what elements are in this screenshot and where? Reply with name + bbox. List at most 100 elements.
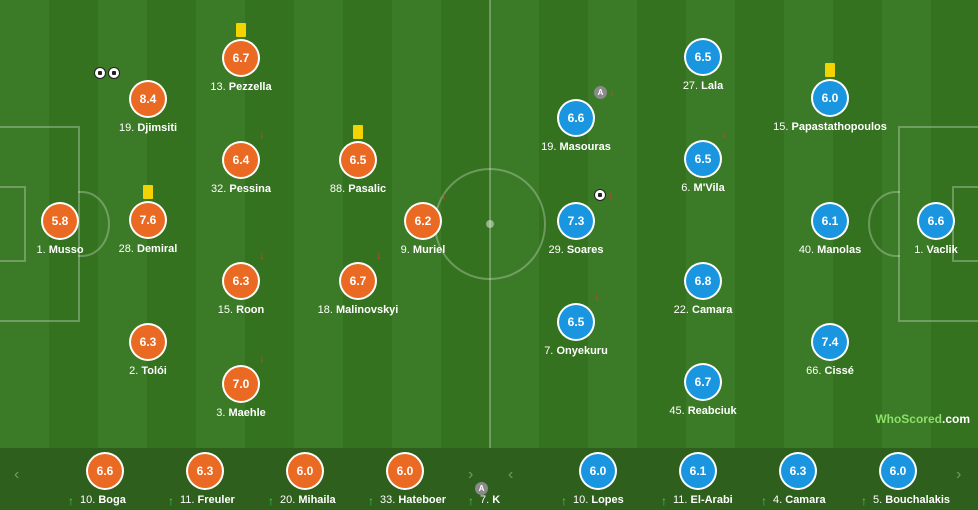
bench-player-name: 5. Bouchalakis (873, 494, 950, 506)
player-number: 3. (216, 407, 226, 419)
player-number: 33. (380, 494, 396, 506)
bench-player-camara[interactable]: 6.3 ↑ 4. Camara (761, 454, 873, 508)
player-name: 9. Muriel (363, 244, 483, 256)
bench-player-k[interactable]: A↑7. K (468, 454, 580, 508)
player-name-text: Demiral (137, 243, 178, 255)
player-name-text: Musso (48, 244, 84, 256)
player-number: 13. (210, 81, 226, 93)
player-rating: 7.0 (224, 367, 258, 401)
bench-prev-right-icon[interactable]: ‹ (508, 466, 514, 483)
sub-off-arrow-icon: ↓ (441, 188, 447, 202)
player-number: 11. (180, 494, 195, 506)
player-name-text: El-Arabi (690, 494, 733, 506)
bench-player-hateboer[interactable]: 6.0↑33. Hateboer (368, 454, 480, 508)
bench-player-el-arabi[interactable]: 6.1 ↑ 11. El-Arabi (661, 454, 773, 508)
sub-on-arrow-icon: ↑ (168, 494, 174, 508)
player-name: 32. Pessina (181, 183, 301, 195)
player-rating: 6.8 (686, 264, 720, 298)
player-name-text: Soares (566, 244, 604, 256)
bench-next-left-icon[interactable]: › (468, 466, 474, 483)
player-number: 28. (118, 243, 134, 255)
player-events: ↓ (721, 126, 727, 140)
bench-player-bouchalakis[interactable]: 6.0↑5. Bouchalakis (861, 454, 973, 508)
bench-next-right-icon[interactable]: › (956, 466, 962, 483)
player-name-text: Roon (236, 304, 265, 316)
bench-rating: 6.1 (681, 454, 715, 488)
player-pessina[interactable]: 6.4 32. Pessina ↓ (181, 128, 301, 203)
player-name-text: Pessina (229, 183, 271, 195)
player-name-text: Reabciuk (687, 405, 737, 417)
player-name-text: Pezzella (228, 81, 272, 93)
bench-player-name: 10. Lopes (573, 494, 624, 506)
player-number: 22. (673, 304, 689, 316)
player-name: 40. Manolas (770, 244, 890, 256)
bench-rating: 6.3 (781, 454, 815, 488)
captain-icon: A (475, 482, 488, 495)
bench-rating: 6.0 (581, 454, 615, 488)
sub-on-arrow-icon: ↑ (761, 494, 767, 508)
sub-on-arrow-icon: ↑ (268, 494, 274, 508)
center-spot (486, 220, 494, 228)
player-number: 88. (329, 183, 346, 195)
player-number: 18. (317, 304, 333, 316)
player-number: 2. (129, 365, 139, 377)
bench-player-name: 7. K (480, 494, 500, 506)
bench-prev-left-icon[interactable]: ‹ (14, 466, 20, 483)
player-events (143, 185, 153, 199)
player-name-text: Boga (98, 494, 126, 506)
sub-off-arrow-icon: ↓ (609, 85, 615, 99)
player-number: 45. (669, 405, 685, 417)
player-rating: 6.4 (224, 143, 258, 177)
bench-player-lopes[interactable]: 6.0↑10. Lopes (561, 454, 673, 508)
sub-off-arrow-icon: ↓ (259, 127, 265, 141)
player-name-text: Tolói (141, 365, 167, 377)
player-name-text: Mihaila (298, 494, 336, 506)
player-name-text: Bouchalakis (885, 494, 951, 506)
bench-player-boga[interactable]: 6.6↑10. Boga (68, 454, 180, 508)
player-name: 1. Musso (0, 244, 120, 256)
player-rating: 6.6 (559, 101, 593, 135)
player-name-text: Vaclik (926, 244, 958, 256)
player-name: 45. Reabciuk (643, 405, 763, 417)
whoscored-logo: WhoScored.com (875, 412, 970, 426)
player-rating: 8.4 (131, 82, 165, 116)
player-name-text: Maehle (228, 407, 266, 419)
yellow-card-icon (143, 185, 153, 199)
player-number: 29. (548, 244, 564, 256)
player-events: ↓ (594, 289, 600, 303)
bench-player-freuler[interactable]: 6.3↑11. Freuler (168, 454, 280, 508)
bench-player-mihaila[interactable]: 6.0↑20. Mihaila (268, 454, 380, 508)
bench-player-name: 4. Camara (773, 494, 826, 506)
captain-icon: A (594, 85, 607, 99)
player-number: 11. (673, 494, 688, 506)
player-name: 3. Maehle (181, 407, 301, 419)
player-number: 15. (217, 304, 234, 316)
player-name-text: Muriel (412, 244, 446, 256)
player-rating: 6.0 (813, 81, 847, 115)
player-events: A↓ (594, 85, 615, 99)
player-name-text: Papastathopoulos (791, 121, 887, 133)
player-rating: 6.6 (919, 204, 953, 238)
goal-ball-icon (94, 67, 106, 79)
